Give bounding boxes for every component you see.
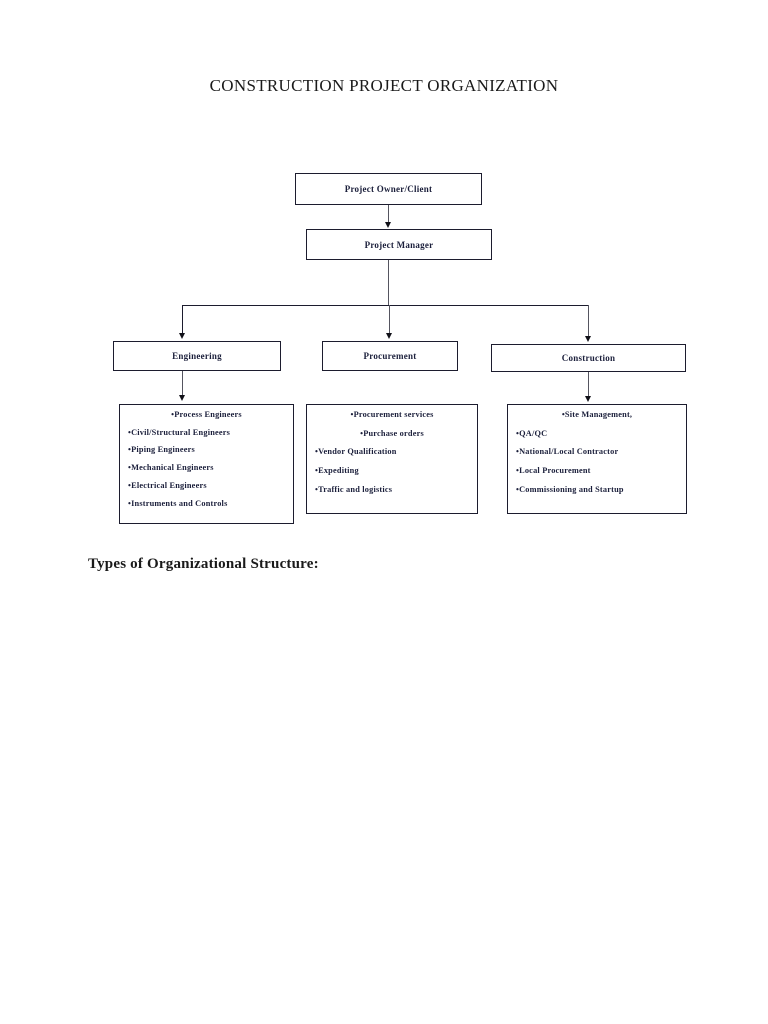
- list-item: •Process Engineers: [171, 410, 242, 419]
- list-item: •Vendor Qualification: [315, 447, 397, 457]
- connector-bus-to-procurement: [389, 305, 391, 334]
- list-item: •Mechanical Engineers: [128, 463, 214, 473]
- connector-bus-to-construction: [588, 305, 590, 337]
- connector-bus-to-engineering: [182, 305, 184, 334]
- org-node-project-manager[interactable]: Project Manager: [306, 229, 492, 260]
- arrowhead-bus-to-engineering: [178, 333, 185, 339]
- arrowhead-owner-to-manager: [384, 222, 391, 228]
- org-node-label-project-manager: Project Manager: [364, 239, 434, 250]
- connector-distribution-bus: [182, 305, 589, 307]
- detail-box-procurement: •Procurement services •Purchase orders •…: [306, 404, 478, 514]
- list-item: •Instruments and Controls: [128, 498, 228, 508]
- detail-box-construction: •Site Management, •QA/QC •National/Local…: [507, 404, 687, 514]
- list-item: •Commissioning and Startup: [516, 484, 624, 494]
- arrowhead-construction-to-details: [584, 396, 591, 402]
- org-node-construction[interactable]: Construction: [491, 344, 686, 372]
- org-node-engineering[interactable]: Engineering: [113, 341, 281, 371]
- connector-engineering-to-details: [182, 371, 184, 396]
- list-item: •QA/QC: [516, 428, 548, 438]
- list-item: •Local Procurement: [516, 466, 591, 476]
- arrowhead-bus-to-construction: [584, 336, 591, 342]
- connector-construction-to-details: [588, 372, 590, 397]
- list-item: •Civil/Structural Engineers: [128, 427, 231, 437]
- connector-manager-stem: [388, 260, 390, 306]
- list-item: •Expediting: [315, 466, 359, 476]
- arrowhead-engineering-to-details: [178, 395, 185, 401]
- list-item: •Site Management,: [561, 410, 633, 419]
- section-subtitle: Types of Organizational Structure:: [88, 556, 319, 572]
- page-title: CONSTRUCTION PROJECT ORGANIZATION: [209, 76, 559, 95]
- connector-owner-to-manager: [388, 205, 390, 223]
- arrowhead-bus-to-procurement: [385, 333, 392, 339]
- org-node-label-project-owner: Project Owner/Client: [344, 184, 433, 194]
- list-item: •Piping Engineers: [128, 445, 195, 455]
- org-node-label-engineering: Engineering: [172, 351, 222, 361]
- list-item: •Purchase orders: [360, 428, 424, 438]
- list-item: •Procurement services: [350, 410, 434, 419]
- list-item: •National/Local Contractor: [516, 447, 619, 457]
- detail-box-engineering: •Process Engineers •Civil/Structural Eng…: [119, 404, 294, 524]
- org-node-procurement[interactable]: Procurement: [322, 341, 458, 371]
- org-node-label-construction: Construction: [561, 353, 616, 363]
- list-item: •Electrical Engineers: [128, 480, 207, 490]
- org-node-project-owner[interactable]: Project Owner/Client: [295, 173, 482, 205]
- list-item: •Traffic and logistics: [315, 484, 393, 494]
- org-node-label-procurement: Procurement: [363, 351, 417, 361]
